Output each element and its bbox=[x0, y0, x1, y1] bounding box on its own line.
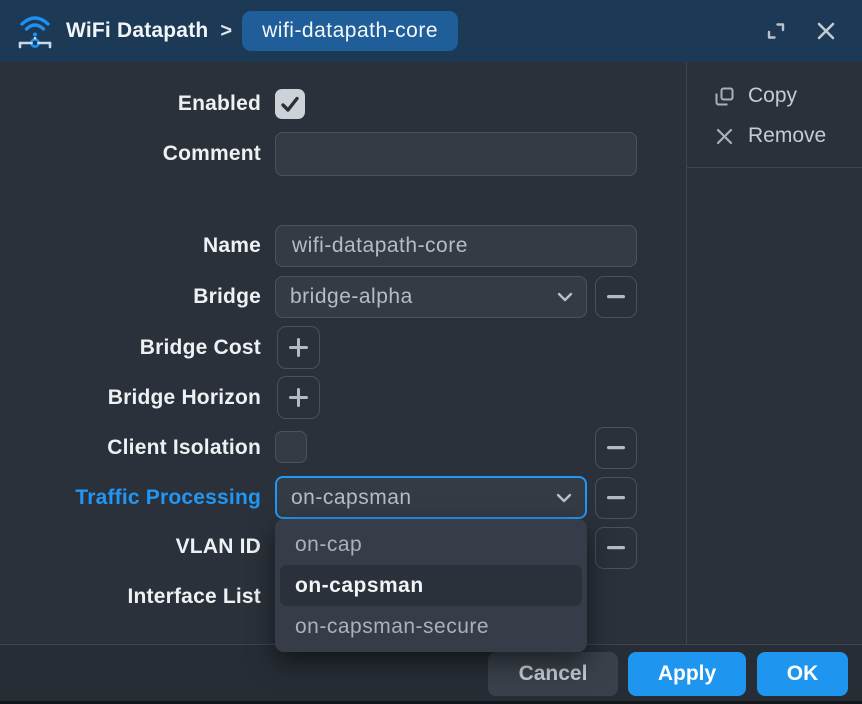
chevron-down-icon bbox=[555, 492, 573, 504]
traffic-processing-label: Traffic Processing bbox=[75, 486, 261, 509]
ok-button[interactable]: OK bbox=[757, 652, 848, 696]
action-sidebar: Copy Remove bbox=[686, 62, 862, 644]
minus-icon bbox=[607, 496, 625, 500]
comment-input[interactable] bbox=[275, 132, 637, 176]
minus-icon bbox=[607, 546, 625, 550]
footer: Cancel Apply OK bbox=[0, 644, 862, 701]
apply-button[interactable]: Apply bbox=[628, 652, 746, 696]
enabled-checkbox[interactable] bbox=[275, 89, 305, 119]
name-label: Name bbox=[203, 234, 261, 257]
copy-label: Copy bbox=[748, 84, 798, 107]
plus-icon bbox=[289, 338, 308, 357]
detach-window-icon[interactable] bbox=[760, 15, 792, 47]
copy-button[interactable]: Copy bbox=[687, 76, 862, 116]
client-isolation-label: Client Isolation bbox=[107, 436, 261, 459]
client-isolation-checkbox[interactable] bbox=[275, 431, 307, 463]
name-input[interactable] bbox=[275, 225, 637, 267]
bridge-select[interactable]: bridge-alpha bbox=[275, 276, 587, 318]
comment-label: Comment bbox=[162, 142, 261, 165]
client-isolation-remove-button[interactable] bbox=[595, 427, 637, 469]
enabled-label: Enabled bbox=[177, 92, 261, 115]
bridge-horizon-label: Bridge Horizon bbox=[107, 386, 261, 409]
titlebar: WiFi Datapath > wifi-datapath-core bbox=[0, 0, 862, 62]
plus-icon bbox=[289, 388, 308, 407]
remove-button[interactable]: Remove bbox=[687, 116, 862, 156]
traffic-processing-select[interactable]: on-capsman bbox=[275, 476, 587, 519]
traffic-processing-select-value: on-capsman bbox=[291, 485, 412, 509]
vlan-id-remove-button[interactable] bbox=[595, 527, 637, 569]
minus-icon bbox=[607, 295, 625, 299]
bridge-horizon-add-button[interactable] bbox=[277, 376, 320, 419]
bridge-label: Bridge bbox=[193, 285, 261, 308]
traffic-processing-dropdown: on-cap on-capsman on-capsman-secure bbox=[275, 519, 587, 652]
close-icon[interactable] bbox=[810, 15, 842, 47]
vlan-id-label: VLAN ID bbox=[175, 535, 261, 558]
page-title: WiFi Datapath bbox=[66, 19, 209, 42]
copy-icon bbox=[713, 86, 735, 107]
dropdown-option[interactable]: on-cap bbox=[295, 533, 363, 556]
bridge-cost-add-button[interactable] bbox=[277, 326, 320, 369]
wifi-antenna-icon bbox=[14, 10, 56, 52]
breadcrumb-separator: > bbox=[220, 19, 233, 42]
dropdown-option-selected[interactable]: on-capsman bbox=[280, 565, 582, 606]
dropdown-option[interactable]: on-capsman-secure bbox=[295, 615, 490, 638]
bridge-cost-label: Bridge Cost bbox=[139, 336, 261, 359]
traffic-processing-remove-button[interactable] bbox=[595, 477, 637, 519]
remove-x-icon bbox=[713, 128, 735, 145]
minus-icon bbox=[607, 446, 625, 450]
chevron-down-icon bbox=[556, 291, 574, 303]
interface-list-label: Interface List bbox=[127, 585, 261, 608]
remove-label: Remove bbox=[748, 124, 827, 147]
cancel-button[interactable]: Cancel bbox=[488, 652, 618, 696]
breadcrumb-badge: wifi-datapath-core bbox=[242, 11, 459, 51]
bridge-remove-button[interactable] bbox=[595, 276, 637, 318]
bridge-select-value: bridge-alpha bbox=[290, 285, 413, 308]
